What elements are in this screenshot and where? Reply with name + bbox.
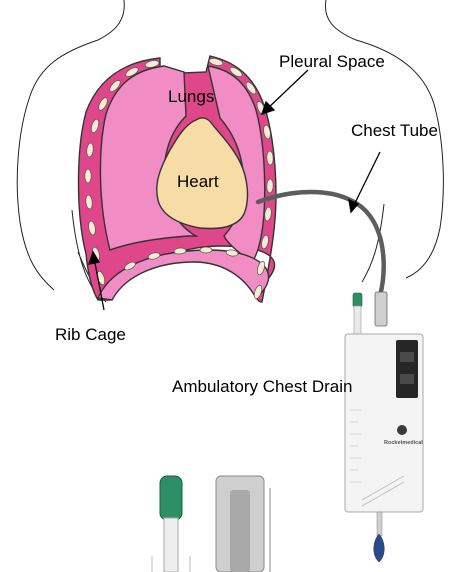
label-chest-tube: Chest Tube: [351, 122, 438, 139]
rib-bone: [200, 247, 212, 253]
drain-outlet: [377, 512, 382, 536]
rib-bone: [174, 248, 186, 255]
arrow-pleural-line: [266, 70, 308, 110]
drain-window-slot: [400, 374, 414, 384]
drain-connector: [375, 292, 387, 326]
drain-detail-closeup: [152, 476, 270, 572]
drain-valve: [374, 534, 385, 562]
arrow-chest-tube-line: [353, 152, 380, 207]
drain-cap: [353, 293, 362, 307]
closeup-vent-tube: [164, 518, 178, 572]
drain-window-slot: [400, 352, 414, 362]
label-rib-cage: Rib Cage: [55, 326, 126, 343]
rib-bone: [267, 151, 274, 165]
label-heart: Heart: [177, 173, 219, 190]
rib-bone: [267, 179, 274, 193]
label-ambulatory-chest-drain: Ambulatory Chest Drain: [172, 378, 352, 395]
closeup-connector-slot: [230, 490, 250, 572]
drain-window: [396, 340, 418, 398]
closeup-cap: [160, 476, 182, 520]
rib-bone: [85, 169, 91, 183]
label-pleural-space: Pleural Space: [279, 53, 385, 70]
label-lungs: Lungs: [168, 88, 214, 105]
neck-right: [325, 0, 356, 40]
chest-drain-device: Rocketmedical: [345, 292, 423, 562]
neck-left: [98, 0, 124, 40]
right-shoulder: [356, 40, 443, 278]
brand-name: Rocketmedical: [384, 440, 423, 446]
chest-tube: [258, 192, 384, 296]
brand-logo-icon: [397, 425, 407, 435]
